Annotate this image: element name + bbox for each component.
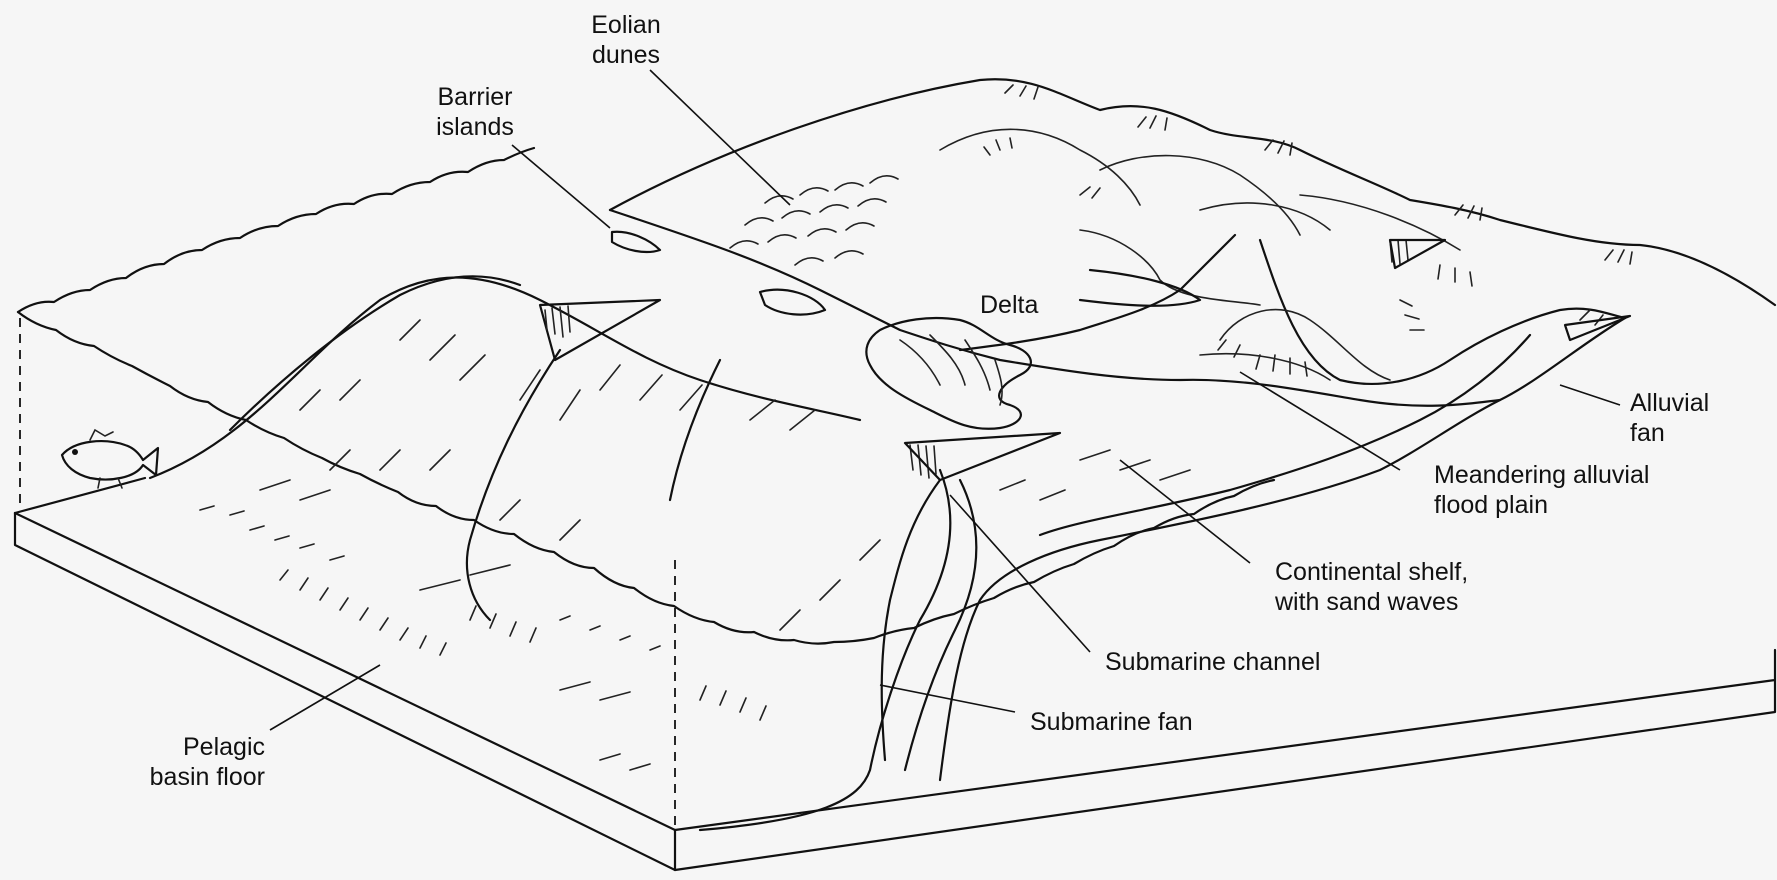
barrier-island	[760, 290, 825, 315]
mountain-hachures	[984, 85, 1632, 264]
label-delta: Delta	[980, 290, 1038, 320]
eolian-dune-crescents	[730, 176, 898, 265]
label-line: dunes	[566, 40, 686, 70]
shelf-wave-edge	[18, 312, 1274, 644]
label-line: basin floor	[100, 762, 265, 792]
label-alluvial-fan: Alluvial fan	[1630, 388, 1709, 448]
coastline	[610, 210, 1500, 406]
delta-lobes	[866, 318, 1031, 429]
label-meandering-flood-plain: Meandering alluvial flood plain	[1434, 460, 1649, 520]
sea-surface	[18, 148, 534, 312]
label-continental-shelf: Continental shelf, with sand waves	[1275, 557, 1468, 617]
block-base	[15, 478, 1775, 870]
label-line: islands	[420, 112, 530, 142]
label-barrier-islands: Barrier islands	[420, 82, 530, 142]
label-submarine-fan: Submarine fan	[1030, 707, 1193, 737]
label-line: Barrier	[420, 82, 530, 112]
barrier-island	[612, 232, 660, 252]
label-eolian-dunes: Eolian dunes	[566, 10, 686, 70]
mountain-ridge	[610, 79, 1775, 305]
label-line: Alluvial	[1630, 388, 1709, 418]
label-line: Continental shelf,	[1275, 557, 1468, 587]
label-line: Meandering alluvial	[1434, 460, 1649, 490]
label-pelagic-basin-floor: Pelagic basin floor	[100, 732, 265, 792]
shelf-sand-wave-hachures	[300, 320, 1190, 630]
label-line: flood plain	[1434, 490, 1649, 520]
label-line: with sand waves	[1275, 587, 1468, 617]
label-line: fan	[1630, 418, 1709, 448]
label-submarine-channel: Submarine channel	[1105, 647, 1320, 677]
submarine-channel-path	[700, 470, 950, 830]
label-line: Eolian	[566, 10, 686, 40]
label-line: Pelagic	[100, 732, 265, 762]
